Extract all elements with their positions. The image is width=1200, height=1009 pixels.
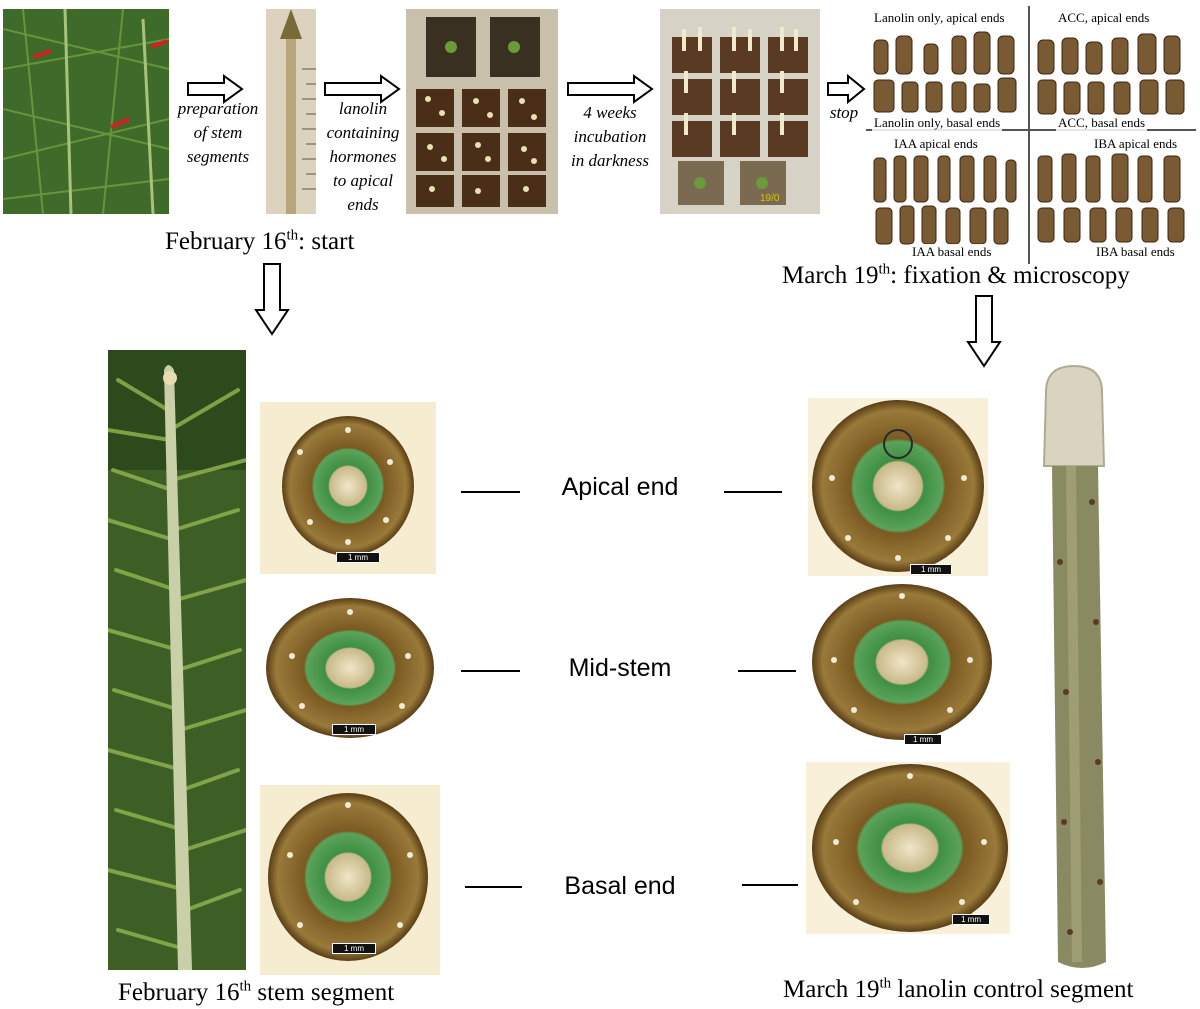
- connector-apical-right: [724, 491, 782, 493]
- arrow-down-right: [966, 295, 1002, 368]
- section-feb-apical: 1 mm: [260, 402, 436, 574]
- scale-bar-feb-mid: 1 mm: [332, 724, 376, 735]
- incubated-tray-photo: 19/0: [660, 9, 820, 214]
- section-mar-basal: 1 mm: [806, 762, 1010, 934]
- label-apical-end: Apical end: [561, 473, 679, 501]
- caption-fixation: March 19th: fixation & microscopy: [782, 261, 1130, 289]
- scale-bar-mar-apical: 1 mm: [910, 564, 952, 575]
- panel-label-acc-apical: ACC, apical ends: [1056, 10, 1152, 26]
- connector-mid-right: [738, 670, 796, 672]
- scale-bar-mar-mid: 1 mm: [904, 734, 942, 745]
- caption-bottom-right: March 19th lanolin control segment: [783, 975, 1134, 1003]
- arrow-right-2: [324, 74, 401, 104]
- panel-label-acc-basal: ACC, basal ends: [1056, 115, 1148, 131]
- fir-tree-photo: [3, 9, 169, 214]
- step3-label: 4 weeks incubation in darkness: [571, 103, 649, 170]
- tray-date-stamp: 19/0: [760, 193, 780, 204]
- step4-label: stop: [829, 103, 859, 122]
- panel-label-iba-apical: IBA apical ends: [1092, 136, 1180, 152]
- connector-basal-right: [742, 884, 798, 886]
- section-feb-mid: 1 mm: [262, 596, 438, 746]
- step1-label: preparation of stem segments: [177, 99, 259, 166]
- step2-label: lanolin containing hormones to apical en…: [326, 99, 400, 214]
- caption-bottom-left: February 16th stem segment: [118, 978, 395, 1006]
- connector-basal-left: [465, 886, 522, 888]
- scale-bar-feb-apical: 1 mm: [336, 552, 380, 563]
- caption-start: February 16th: start: [165, 227, 355, 255]
- february-stem-photo: [108, 350, 246, 970]
- scale-bar-feb-basal: 1 mm: [332, 943, 376, 954]
- label-mid-stem: Mid-stem: [568, 654, 672, 682]
- panel-label-iba-basal: IBA basal ends: [1094, 244, 1177, 260]
- panel-label-iaa-basal: IAA basal ends: [910, 244, 994, 260]
- arrow-right-3: [567, 74, 654, 104]
- connector-apical-left: [461, 491, 520, 493]
- scale-bar-mar-basal: 1 mm: [952, 914, 990, 925]
- label-basal-end: Basal end: [564, 872, 676, 900]
- march-control-stem-photo: [1022, 362, 1124, 976]
- section-feb-basal: 1 mm: [260, 785, 440, 975]
- arrow-right-4: [827, 74, 866, 104]
- lanolin-tray-photo: [406, 9, 558, 214]
- fixation-panel-grid: Lanolin only, apical ends ACC, apical en…: [866, 6, 1196, 264]
- stem-segment-ruler-photo: [266, 9, 316, 214]
- arrow-right-1: [187, 74, 244, 104]
- section-mar-apical: 1 mm: [808, 398, 988, 576]
- panel-label-lanolin-basal: Lanolin only, basal ends: [872, 115, 1003, 131]
- panel-label-lanolin-apical: Lanolin only, apical ends: [872, 10, 1007, 26]
- panel-label-iaa-apical: IAA apical ends: [892, 136, 980, 152]
- connector-mid-left: [461, 670, 520, 672]
- arrow-down-left: [254, 263, 290, 336]
- section-mar-mid: 1 mm: [804, 580, 996, 746]
